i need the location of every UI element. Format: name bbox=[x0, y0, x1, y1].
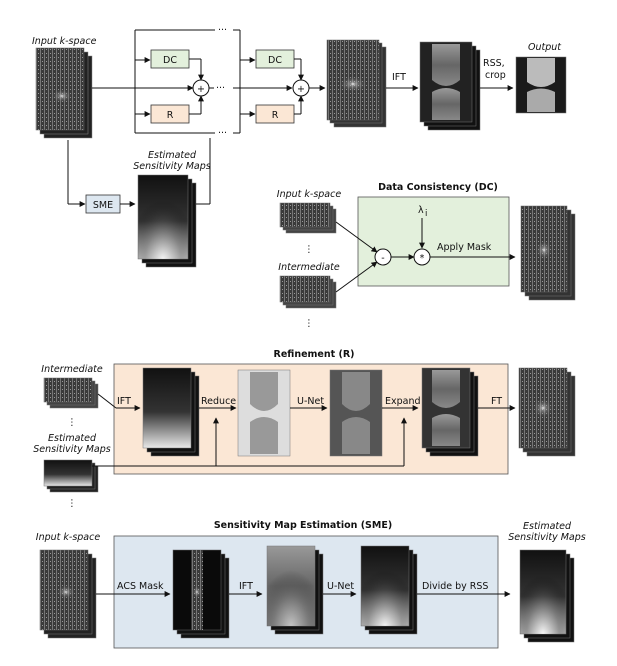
sme-ift-stack bbox=[266, 545, 324, 635]
top-est-maps-label-1: Estimated bbox=[148, 150, 197, 161]
dc-input-kspace-stack bbox=[279, 202, 337, 234]
top-sens-maps-stack bbox=[137, 174, 197, 268]
sme-acs-mask-label: ACS Mask bbox=[117, 581, 164, 592]
dc-block-frame bbox=[357, 196, 510, 287]
r-output-kspace bbox=[518, 367, 576, 457]
dc-dots-1: ⋮ bbox=[304, 244, 314, 255]
dc-times-label: * bbox=[420, 253, 425, 264]
sme-est-maps-label-1: Estimated bbox=[523, 521, 572, 532]
top-sme-label: SME bbox=[93, 200, 113, 211]
sme-ift-label: IFT bbox=[239, 581, 253, 592]
r-ft-label: FT bbox=[491, 396, 502, 407]
sme-acs-stack bbox=[172, 549, 230, 639]
top-dots-3: ··· bbox=[216, 83, 225, 94]
top-rss-label-2: crop bbox=[485, 70, 506, 81]
dc-intermediate-stack bbox=[279, 275, 337, 309]
sme-unet-stack bbox=[360, 545, 418, 635]
dc-minus-label: - bbox=[381, 253, 384, 264]
sme-divide-label: Divide by RSS bbox=[422, 581, 488, 592]
r-sens-maps-stack bbox=[43, 459, 99, 493]
top-r-label-1: R bbox=[167, 110, 174, 121]
r-title: Refinement (R) bbox=[274, 349, 355, 360]
r-unet-image bbox=[329, 369, 383, 457]
r-ift-label: IFT bbox=[117, 396, 131, 407]
dc-dots-2: ⋮ bbox=[304, 318, 314, 329]
top-input-kspace-stack bbox=[35, 47, 93, 139]
top-rss-label-1: RSS, bbox=[483, 58, 505, 69]
dc-lambda-label: λ bbox=[418, 205, 424, 216]
dc-title: Data Consistency (DC) bbox=[378, 182, 498, 193]
dc-intermediate-label: Intermediate bbox=[278, 262, 340, 273]
r-expand-label: Expand bbox=[385, 396, 421, 407]
sme-title: Sensitivity Map Estimation (SME) bbox=[214, 520, 392, 531]
sme-output-maps bbox=[519, 549, 575, 643]
r-dots-2: ⋮ bbox=[67, 498, 77, 509]
top-dc-label-2: DC bbox=[268, 55, 282, 66]
r-coil-images bbox=[142, 367, 200, 457]
top-coil-images bbox=[419, 41, 481, 131]
top-dc-label-1: DC bbox=[163, 55, 177, 66]
sme-input-kspace-stack bbox=[39, 549, 97, 639]
top-plus-label-2: + bbox=[297, 84, 305, 95]
sme-input-kspace-label: Input k-space bbox=[36, 532, 101, 543]
r-intermediate-label: Intermediate bbox=[41, 364, 103, 375]
r-est-maps-label-2: Sensitivity Maps bbox=[33, 444, 111, 455]
top-r-label-2: R bbox=[272, 110, 279, 121]
top-output-image bbox=[515, 56, 567, 114]
sme-unet-label: U-Net bbox=[327, 581, 354, 592]
top-plus-label-1: + bbox=[197, 84, 205, 95]
r-unet-label: U-Net bbox=[297, 396, 324, 407]
top-est-maps-label-2: Sensitivity Maps bbox=[133, 161, 211, 172]
dc-input-kspace-label: Input k-space bbox=[277, 189, 342, 200]
top-dots-2: ··· bbox=[218, 128, 227, 139]
top-kspace-result bbox=[326, 39, 387, 128]
dc-output-stack bbox=[520, 205, 576, 301]
r-intermediate-stack bbox=[43, 377, 99, 409]
r-reduce-label: Reduce bbox=[201, 396, 236, 407]
sme-est-maps-label-2: Sensitivity Maps bbox=[508, 532, 586, 543]
top-input-kspace-label: Input k-space bbox=[32, 36, 97, 47]
r-reduced-image bbox=[237, 369, 291, 457]
r-dots-1: ⋮ bbox=[67, 417, 77, 428]
r-est-maps-label-1: Estimated bbox=[48, 433, 97, 444]
top-dots-1: ··· bbox=[218, 25, 227, 36]
dc-lambda-sub: i bbox=[425, 209, 427, 219]
dc-apply-mask-label: Apply Mask bbox=[437, 242, 492, 253]
top-output-label: Output bbox=[528, 42, 562, 53]
r-expanded-stack bbox=[421, 367, 479, 457]
top-ift-label: IFT bbox=[392, 72, 406, 83]
